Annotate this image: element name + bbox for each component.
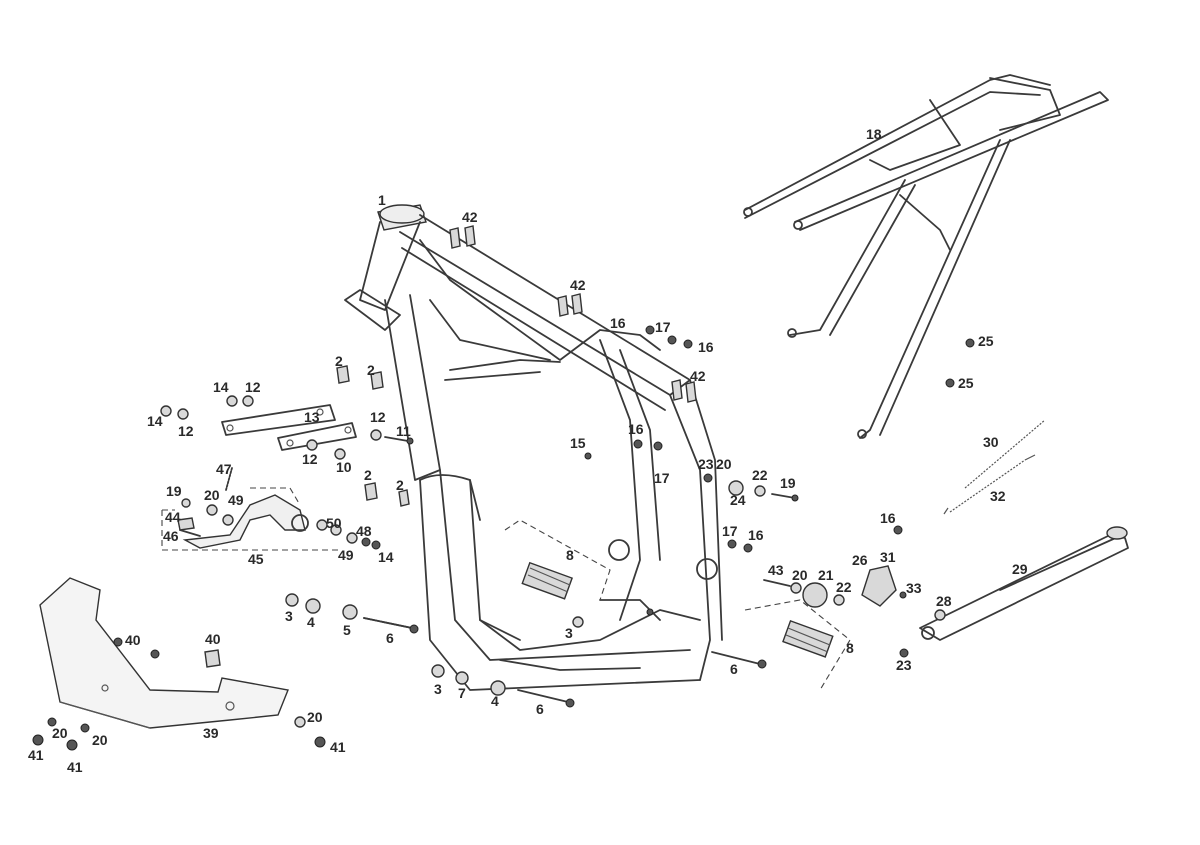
callout-label: 33 — [906, 580, 922, 596]
callout-label: 5 — [343, 622, 351, 638]
callout-label: 2 — [335, 353, 343, 369]
callout-label: 17 — [654, 470, 670, 486]
callout-label: 4 — [491, 693, 499, 709]
side-stand — [919, 526, 1129, 641]
rear-subframe — [743, 74, 1109, 439]
callout-label: 41 — [28, 747, 44, 763]
callout-label: 16 — [628, 421, 644, 437]
callout-label: 41 — [67, 759, 83, 775]
callout-label: 6 — [386, 630, 394, 646]
callout-label: 14 — [213, 379, 229, 395]
callout-label: 10 — [336, 459, 352, 475]
callout-label: 17 — [655, 319, 671, 335]
callout-label: 12 — [370, 409, 386, 425]
callout-label: 14 — [378, 549, 394, 565]
callout-label: 25 — [958, 375, 974, 391]
main-frame — [344, 204, 723, 691]
callout-label: 24 — [730, 492, 746, 508]
callout-label: 42 — [570, 277, 586, 293]
callout-label: 32 — [990, 488, 1006, 504]
callout-label: 12 — [245, 379, 261, 395]
callout-label: 26 — [852, 552, 868, 568]
callout-label: 46 — [163, 528, 179, 544]
callout-label: 25 — [978, 333, 994, 349]
callout-label: 30 — [983, 434, 999, 450]
callout-label: 16 — [748, 527, 764, 543]
callout-label: 41 — [330, 739, 346, 755]
callout-label: 2 — [396, 477, 404, 493]
callout-label: 15 — [570, 435, 586, 451]
callout-label: 49 — [228, 492, 244, 508]
engine-brackets — [221, 404, 357, 451]
callout-label: 40 — [205, 631, 221, 647]
callout-label: 2 — [364, 467, 372, 483]
callout-label: 40 — [125, 632, 141, 648]
callout-label: 31 — [880, 549, 896, 565]
callout-label: 42 — [690, 368, 706, 384]
callout-label: 6 — [730, 661, 738, 677]
callout-label: 18 — [866, 126, 882, 142]
footpeg-right — [744, 599, 851, 691]
callout-label: 48 — [356, 523, 372, 539]
callout-label: 2 — [367, 362, 375, 378]
callout-label: 22 — [752, 467, 768, 483]
callout-label: 43 — [768, 562, 784, 578]
callout-label: 8 — [846, 640, 854, 656]
callout-label: 39 — [203, 725, 219, 741]
callout-label: 20 — [92, 732, 108, 748]
callout-label: 44 — [165, 509, 181, 525]
callout-label: 14 — [147, 413, 163, 429]
skid-plate — [39, 577, 289, 729]
callout-label: 28 — [936, 593, 952, 609]
callout-label: 47 — [216, 461, 232, 477]
stand-springs — [943, 419, 1046, 515]
callout-label: 8 — [566, 547, 574, 563]
callout-label: 13 — [304, 409, 320, 425]
callout-label: 12 — [178, 423, 194, 439]
callout-label: 3 — [285, 608, 293, 624]
callout-label: 3 — [565, 625, 573, 641]
callout-label: 23 — [698, 456, 714, 472]
callout-label: 16 — [880, 510, 896, 526]
callout-label: 17 — [722, 523, 738, 539]
callout-label: 19 — [780, 475, 796, 491]
callout-label: 29 — [1012, 561, 1028, 577]
callout-label: 16 — [698, 339, 714, 355]
callout-label: 16 — [610, 315, 626, 331]
callout-label: 50 — [326, 515, 342, 531]
callout-label: 20 — [716, 456, 732, 472]
brake-pedal-group — [161, 487, 340, 551]
callout-label: 20 — [52, 725, 68, 741]
callout-label: 22 — [836, 579, 852, 595]
callout-label: 1 — [378, 192, 386, 208]
callout-label: 45 — [248, 551, 264, 567]
callout-label: 7 — [458, 685, 466, 701]
callout-label: 4 — [307, 614, 315, 630]
callout-label: 21 — [818, 567, 834, 583]
callout-label: 6 — [536, 701, 544, 717]
callout-label: 19 — [166, 483, 182, 499]
callout-label: 11 — [396, 423, 411, 439]
callout-label: 20 — [204, 487, 220, 503]
callout-label: 49 — [338, 547, 354, 563]
bolts-and-spacers — [32, 225, 975, 751]
footpeg-left — [504, 519, 611, 601]
callout-label: 42 — [462, 209, 478, 225]
callout-label: 12 — [302, 451, 318, 467]
callout-label: 20 — [307, 709, 323, 725]
callout-label: 23 — [896, 657, 912, 673]
callout-label: 20 — [792, 567, 808, 583]
callout-label: 3 — [434, 681, 442, 697]
